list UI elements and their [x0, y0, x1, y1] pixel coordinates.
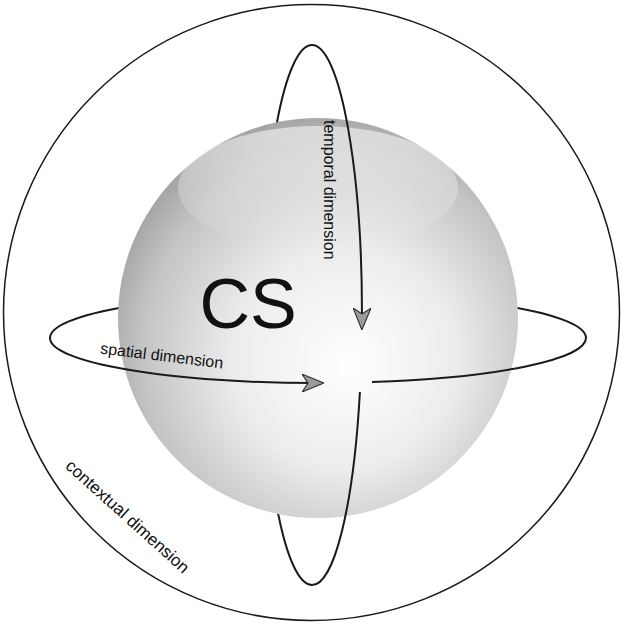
sphere-shape — [118, 118, 518, 518]
orbit-line — [312, 392, 360, 585]
circle-outline — [4, 5, 620, 621]
core-sphere: CS — [118, 118, 518, 518]
dimension-label: temporal dimension — [320, 120, 338, 260]
sphere-body — [118, 118, 518, 518]
orbit-line — [372, 338, 586, 382]
sphere-highlight — [178, 126, 458, 250]
orbit-arrow — [50, 338, 322, 383]
core-label: CS — [199, 266, 296, 343]
orbit-arrow — [312, 45, 362, 328]
